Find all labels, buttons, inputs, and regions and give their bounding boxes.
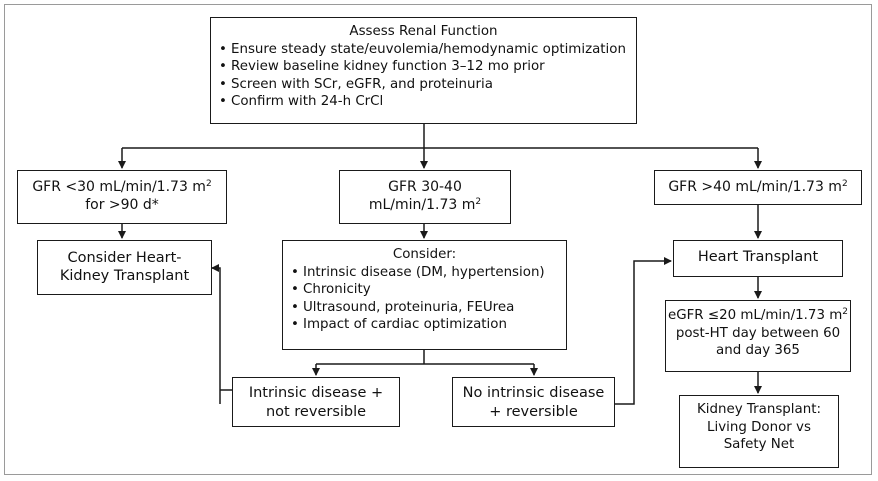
intrinsic-line2: not reversible — [265, 404, 367, 420]
heart-kidney-box: Consider Heart- Kidney Transplant — [37, 240, 212, 295]
assess-title: Assess Renal Function — [349, 24, 498, 39]
no-intrinsic-line1: No intrinsic disease — [462, 385, 605, 401]
gfr-low-line2: for >90 d* — [85, 196, 159, 213]
gfr-high-line1: GFR >40 mL/min/1.73 m2 — [668, 179, 848, 195]
egfr-box: eGFR ≤20 mL/min/1.73 m2 post-HT day betw… — [665, 300, 851, 372]
heart-kidney-line1: Consider Heart- — [67, 250, 182, 266]
assess-item: Screen with SCr, eGFR, and proteinuria — [219, 76, 628, 94]
arrow-intrinsic-to-heart-kidney — [211, 264, 232, 404]
kidney-transplant-box: Kidney Transplant: Living Donor vs Safet… — [679, 395, 839, 468]
consider-item: Ultrasound, proteinuria, FEUrea — [291, 299, 558, 317]
gfr-low-box: GFR <30 mL/min/1.73 m2 for >90 d* — [17, 170, 227, 224]
heart-kidney-line2: Kidney Transplant — [59, 267, 190, 284]
assess-item: Confirm with 24-h CrCl — [219, 93, 628, 111]
intrinsic-line1: Intrinsic disease + — [248, 385, 384, 401]
consider-item: Impact of cardiac optimization — [291, 316, 558, 334]
connector-consider-split — [316, 350, 534, 365]
kidney-transplant-line3: Safety Net — [723, 437, 795, 452]
assess-list: Ensure steady state/euvolemia/hemodynami… — [219, 41, 628, 111]
egfr-line2: post-HT day between 60 — [675, 325, 841, 341]
assess-item: Review baseline kidney function 3–12 mo … — [219, 58, 628, 76]
consider-title: Consider: — [392, 247, 457, 262]
gfr-mid-line2: mL/min/1.73 m2 — [368, 196, 482, 213]
consider-box: Consider: Intrinsic disease (DM, hyperte… — [282, 240, 567, 350]
egfr-line1: eGFR ≤20 mL/min/1.73 m2 — [667, 307, 849, 324]
gfr-high-box: GFR >40 mL/min/1.73 m2 — [654, 170, 862, 205]
egfr-line3: and day 365 — [716, 343, 800, 358]
diagram-frame — [4, 4, 872, 475]
gfr-low-line1: GFR <30 mL/min/1.73 m2 — [32, 179, 212, 195]
intrinsic-not-reversible-box: Intrinsic disease + not reversible — [232, 377, 400, 427]
gfr-mid-line1: GFR 30-40 — [388, 179, 462, 195]
heart-transplant-box: Heart Transplant — [673, 240, 843, 277]
kidney-transplant-line1: Kidney Transplant: — [697, 402, 821, 417]
consider-item: Intrinsic disease (DM, hypertension) — [291, 264, 558, 282]
kidney-transplant-line2: Living Donor vs — [707, 419, 811, 435]
no-intrinsic-reversible-box: No intrinsic disease + reversible — [452, 377, 615, 427]
consider-item: Chronicity — [291, 281, 558, 299]
arrow-no-intrinsic-to-heart-transplant — [615, 257, 672, 405]
assess-renal-function-box: Assess Renal Function Ensure steady stat… — [210, 17, 637, 124]
heart-transplant-label: Heart Transplant — [697, 249, 819, 265]
assess-item: Ensure steady state/euvolemia/hemodynami… — [219, 41, 628, 59]
consider-list: Intrinsic disease (DM, hypertension) Chr… — [291, 264, 558, 334]
no-intrinsic-line2: + reversible — [489, 404, 578, 420]
gfr-mid-box: GFR 30-40 mL/min/1.73 m2 — [339, 170, 511, 224]
